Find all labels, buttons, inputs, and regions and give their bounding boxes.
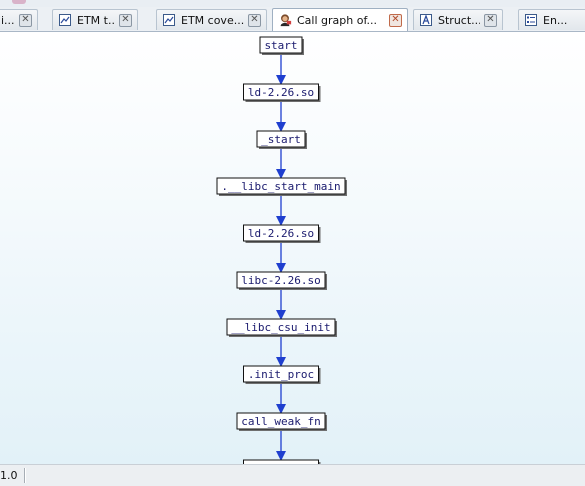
- structure-icon: [419, 13, 433, 27]
- graph-node[interactable]: __libc_csu_init: [226, 318, 337, 337]
- graph-node[interactable]: .init_proc: [243, 365, 321, 384]
- tab-label: ETM t...: [77, 13, 115, 27]
- graph-node[interactable]: ld-2.26.so: [243, 83, 321, 102]
- tab-etm-coverage[interactable]: ETM cove... ✕: [156, 9, 267, 30]
- graph-node-label: ld-2.26.so: [248, 86, 314, 99]
- graph-node-label: ld-2.26.so: [248, 227, 314, 240]
- graph-node-box: [243, 459, 319, 464]
- tab-label: Struct...: [438, 13, 480, 27]
- editor-tab-bar: i... ✕ ETM t... ✕ ETM cove... ✕ Call gra…: [0, 7, 585, 32]
- close-icon[interactable]: ✕: [119, 13, 132, 27]
- close-icon[interactable]: ✕: [389, 13, 402, 27]
- close-icon[interactable]: ✕: [19, 13, 32, 27]
- tab-label: Call graph of...: [297, 13, 378, 27]
- entity-list-icon: [524, 13, 538, 27]
- status-separator: [24, 468, 25, 483]
- tab-structure[interactable]: Struct... ✕: [413, 9, 503, 30]
- graph-node-box: [236, 412, 326, 430]
- tab-entities[interactable]: En...: [518, 9, 585, 30]
- graph-node-label: start: [264, 39, 297, 52]
- tab-etm-trace[interactable]: ETM t... ✕: [52, 9, 138, 30]
- graph-node-box: [243, 83, 319, 101]
- graph-node-box: [236, 271, 326, 289]
- graph-node-label: _start: [261, 133, 301, 146]
- graph-node[interactable]: libc-2.26.so: [236, 271, 327, 290]
- graph-node-label: .init_proc: [248, 368, 314, 381]
- status-bar: 1.0: [0, 464, 585, 486]
- tab-label: i...: [1, 13, 15, 27]
- tab-label: ETM cove...: [181, 13, 244, 27]
- graph-node[interactable]: .__libc_start_main: [216, 177, 347, 196]
- chart-document-icon: [58, 13, 72, 27]
- call-graph-svg: startld-2.26.so_start.__libc_start_mainl…: [216, 36, 347, 464]
- graph-node-box: [243, 224, 319, 242]
- graph-node-label: call_weak_fn: [241, 415, 320, 428]
- graph-node-box: [243, 365, 319, 383]
- graph-node[interactable]: ld-2.26.so: [243, 224, 321, 243]
- chart-document-icon: [162, 13, 176, 27]
- graph-node[interactable]: start: [259, 36, 304, 55]
- graph-node-label: libc-2.26.so: [241, 274, 320, 287]
- tab-label: En...: [543, 13, 568, 27]
- graph-node-label: .__libc_start_main: [221, 180, 340, 193]
- graph-node-label: __libc_csu_init: [231, 321, 330, 334]
- tab-call-graph[interactable]: Call graph of... ✕: [272, 8, 408, 31]
- window-top-mark: [12, 0, 26, 4]
- close-icon[interactable]: ✕: [484, 13, 497, 27]
- graph-node[interactable]: _start: [256, 130, 307, 149]
- graph-node-box: [216, 177, 346, 195]
- graph-node-label: .init_proc: [248, 462, 314, 464]
- graph-node-box: [256, 130, 306, 148]
- status-text: 1.0: [0, 469, 18, 482]
- tab-i[interactable]: i... ✕: [0, 9, 38, 30]
- call-graph-icon: [278, 13, 292, 27]
- graph-node[interactable]: call_weak_fn: [236, 412, 327, 431]
- graph-node[interactable]: .init_proc: [243, 459, 321, 464]
- graph-node-box: [259, 36, 303, 54]
- close-icon[interactable]: ✕: [248, 13, 261, 27]
- graph-node-box: [226, 318, 336, 336]
